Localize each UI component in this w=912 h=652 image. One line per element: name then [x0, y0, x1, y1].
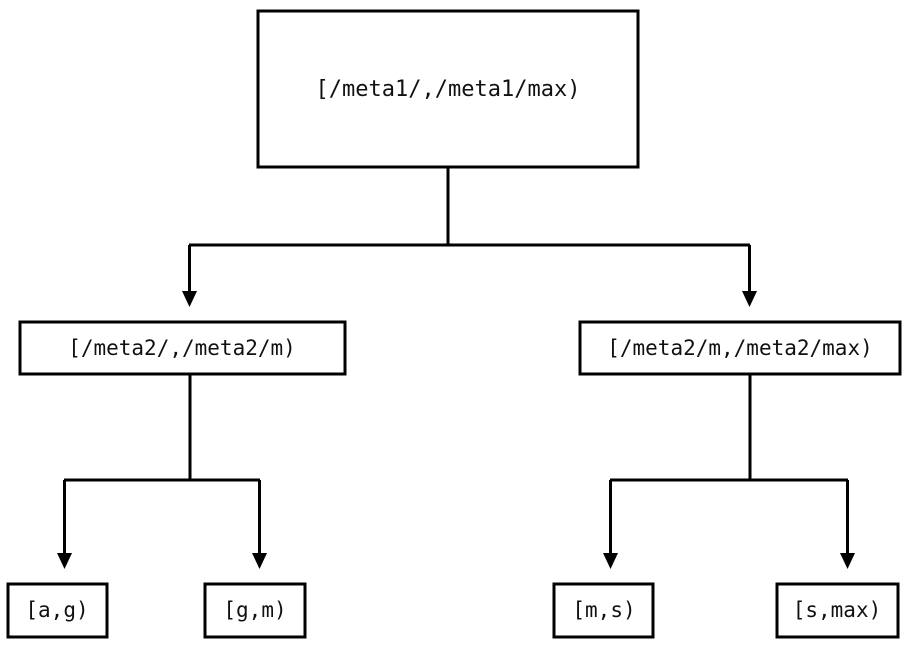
node-mid-left[interactable]: [/meta2/,/meta2/m): [18, 320, 347, 376]
node-root[interactable]: [/meta1/,/meta1/max): [256, 9, 640, 169]
arrowhead-icon-leaf-g-m: [252, 553, 267, 569]
node-leaf-m-s-label: [m,s): [572, 598, 635, 622]
node-leaf-a-g-box[interactable]: [6, 582, 109, 639]
edge-midright-subtree: [603, 374, 855, 569]
edge-root-to-mid-left: [182, 167, 750, 307]
arrowhead-icon-mid-right: [742, 291, 757, 307]
node-root-label: [/meta1/,/meta1/max): [316, 77, 581, 102]
node-root-box[interactable]: [256, 9, 640, 169]
arrowhead-icon-mid-left: [182, 291, 197, 307]
edge-root-to-mid-right: [742, 245, 757, 307]
arrowhead-icon-leaf-a-g: [57, 553, 72, 569]
node-mid-right-box[interactable]: [578, 320, 902, 376]
arrowhead-icon-leaf-s-max: [840, 553, 855, 569]
node-leaf-s-max-label: [s,max): [793, 598, 882, 622]
node-leaf-a-g[interactable]: [a,g): [6, 582, 109, 639]
node-leaf-g-m-label: [g,m): [223, 598, 286, 622]
node-leaf-a-g-label: [a,g): [25, 598, 88, 622]
node-mid-right[interactable]: [/meta2/m,/meta2/max): [578, 320, 902, 376]
node-leaf-s-max[interactable]: [s,max): [775, 582, 900, 639]
node-mid-right-label: [/meta2/m,/meta2/max): [607, 336, 873, 360]
arrowhead-icon-leaf-m-s: [603, 553, 618, 569]
node-leaf-g-m-box[interactable]: [203, 582, 307, 639]
node-leaf-s-max-box[interactable]: [775, 582, 900, 639]
node-mid-left-label: [/meta2/,/meta2/m): [68, 336, 296, 360]
edge-midleft-subtree: [57, 374, 267, 569]
node-leaf-g-m[interactable]: [g,m): [203, 582, 307, 639]
node-mid-left-box[interactable]: [18, 320, 347, 376]
node-leaf-m-s-box[interactable]: [552, 582, 655, 639]
node-leaf-m-s[interactable]: [m,s): [552, 582, 655, 639]
